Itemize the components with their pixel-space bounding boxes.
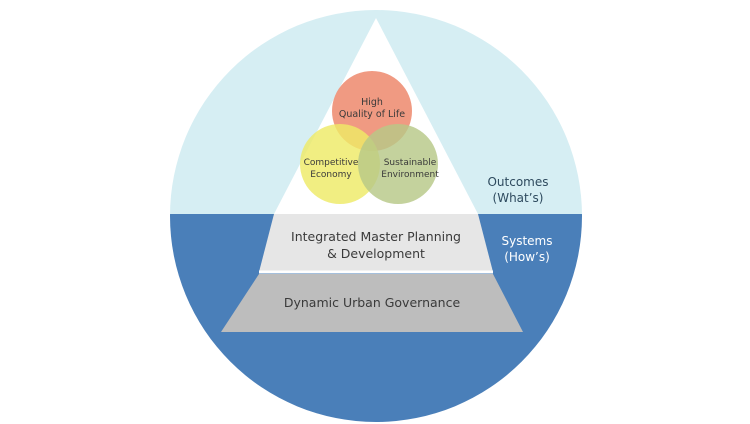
- circle-top-line1: High: [361, 97, 383, 108]
- circle-right-line1: Sustainable: [384, 158, 437, 168]
- systems-label-line2: (How’s): [504, 250, 550, 264]
- pyramid-middle-tier: [259, 214, 493, 272]
- outcomes-label-line2: (What’s): [493, 191, 544, 205]
- outcome-venn: [300, 71, 438, 204]
- bottom-tier-label: Dynamic Urban Governance: [284, 295, 461, 310]
- circle-right-line2: Environment: [381, 170, 439, 180]
- pyramid-bottom-tier: [221, 274, 523, 332]
- circle-left-line2: Economy: [310, 170, 352, 180]
- competitive-economy-circle: [300, 124, 380, 204]
- sustainable-environment-circle: [358, 124, 438, 204]
- outcomes-label-line1: Outcomes: [487, 175, 548, 189]
- circle-top-line2: Quality of Life: [339, 109, 405, 120]
- circle-left-line1: Competitive: [304, 158, 359, 168]
- middle-tier-line2: & Development: [327, 246, 425, 261]
- middle-tier-line1: Integrated Master Planning: [291, 229, 461, 244]
- systems-label-line1: Systems: [502, 234, 553, 248]
